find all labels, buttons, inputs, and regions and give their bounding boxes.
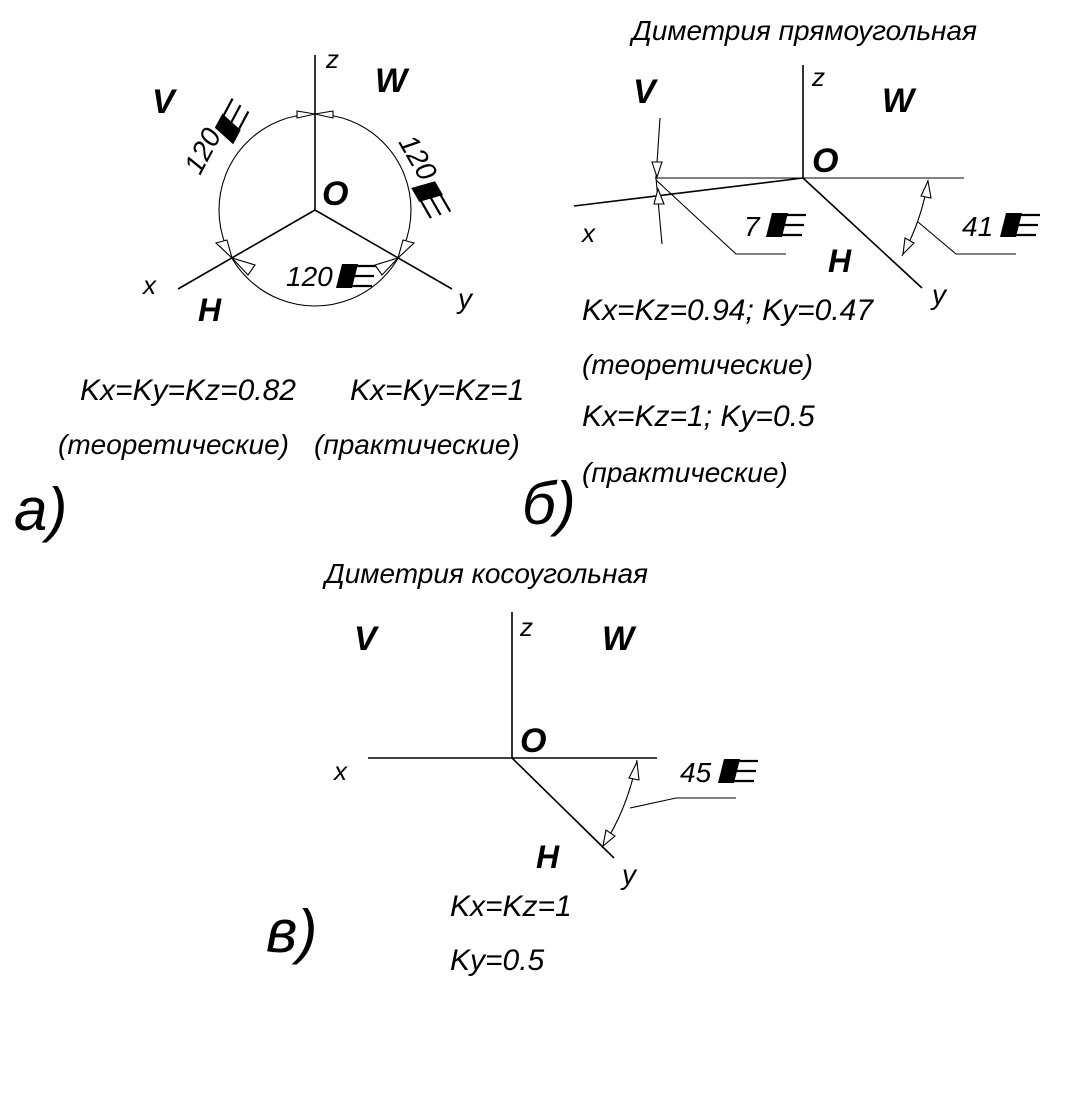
b-note-practical: (практические)	[582, 457, 788, 488]
b-arrowhead	[653, 187, 665, 205]
c-angle-label-y: 45	[680, 757, 712, 788]
b-plane-h: H	[828, 243, 852, 279]
a-angle-label-wh: 120	[393, 130, 443, 186]
c-x-label: x	[332, 756, 348, 786]
b-y-axis	[802, 177, 923, 289]
b-x-axis	[573, 177, 804, 207]
c-y-label: y	[620, 859, 638, 890]
c-coef-2: Ky=0.5	[450, 944, 545, 977]
a-x-label: x	[141, 270, 157, 300]
a-z-label: z	[325, 44, 339, 74]
b-plane-v: V	[633, 73, 659, 111]
a-plane-h: H	[198, 292, 222, 328]
b-coef-practical: Kx=Kz=1; Ky=0.5	[582, 400, 815, 433]
panel-a-isometry: z O x y V W H 120 120 120 Kx=Ky=Kz=0.82 …	[14, 44, 524, 543]
c-coef-1: Kx=Kz=1	[450, 890, 572, 923]
c-arrowhead	[628, 760, 640, 781]
c-z-label: z	[519, 612, 533, 642]
panel-b-rectangular-dimetry: Диметрия прямоугольная z O x y V W H 7 4…	[522, 15, 1042, 537]
a-origin-label: O	[322, 175, 348, 213]
a-plane-v: V	[152, 83, 178, 121]
b-z-label: z	[811, 62, 825, 92]
b-panel-letter: б)	[522, 470, 576, 537]
a-angle-label-hv: 120	[286, 261, 333, 292]
a-arrowhead	[374, 256, 400, 276]
b-arrowhead	[920, 179, 932, 199]
b-angle-symbol	[998, 211, 1042, 239]
a-coef-practical: Kx=Ky=Kz=1	[350, 374, 524, 407]
a-x-axis	[177, 209, 316, 290]
c-angle-symbol	[716, 757, 760, 785]
b-angle-label-x: 7	[744, 211, 761, 242]
a-coef-theoretical: Kx=Ky=Kz=0.82	[80, 374, 296, 407]
b-plane-w: W	[882, 82, 917, 120]
c-plane-v: V	[354, 620, 380, 658]
a-arrowhead	[314, 110, 334, 119]
c-y-axis	[511, 757, 615, 859]
b-leader-x	[655, 179, 786, 255]
c-title: Диметрия косоугольная	[322, 558, 648, 589]
a-plane-w: W	[375, 62, 410, 100]
a-arrowhead	[214, 239, 234, 260]
a-panel-letter: а)	[14, 476, 67, 543]
c-plane-h: H	[536, 839, 560, 875]
b-coef-theoretical: Kx=Kz=0.94; Ky=0.47	[582, 294, 874, 327]
b-angle-symbol	[764, 211, 808, 239]
b-arrowhead	[651, 161, 663, 179]
c-origin-label: O	[520, 722, 546, 760]
c-panel-letter: в)	[266, 898, 317, 965]
c-leader-y	[629, 797, 736, 809]
b-angle-arc-x	[655, 117, 663, 245]
a-note-practical: (практические)	[314, 429, 520, 460]
a-arrowhead	[396, 239, 416, 260]
c-plane-w: W	[602, 620, 637, 658]
b-note-theoretical: (теоретические)	[582, 349, 813, 380]
panel-c-oblique-dimetry: Диметрия косоугольная z O x y V W H 45 K…	[266, 558, 760, 977]
b-origin-label: O	[812, 142, 838, 180]
b-angle-label-y: 41	[962, 211, 993, 242]
b-leader-y	[917, 221, 1016, 255]
c-arrowhead	[602, 829, 616, 848]
a-arrowhead	[296, 110, 316, 119]
b-title: Диметрия прямоугольная	[629, 15, 977, 46]
a-y-label: y	[456, 283, 474, 314]
b-x-label: x	[580, 218, 596, 248]
a-note-theoretical: (теоретические)	[58, 429, 289, 460]
b-y-label: y	[930, 279, 948, 310]
b-arrowhead	[902, 237, 915, 256]
a-y-axis	[314, 209, 453, 290]
a-angle-symbol	[334, 262, 378, 290]
a-arrowhead	[230, 256, 256, 276]
